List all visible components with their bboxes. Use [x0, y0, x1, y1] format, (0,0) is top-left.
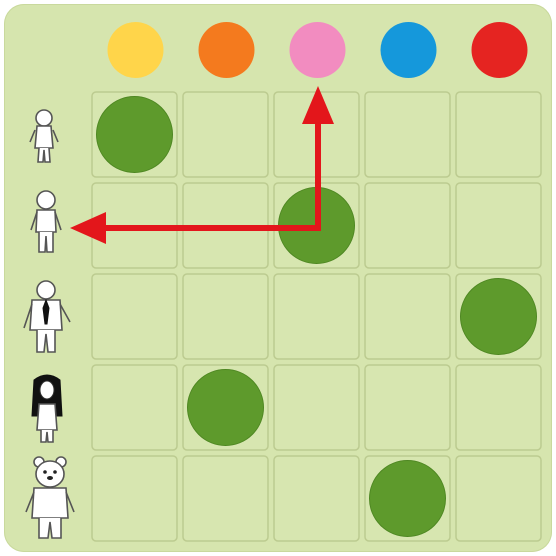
boy-figure-icon: [31, 191, 61, 252]
girl-figure-icon: [32, 375, 62, 442]
green-token[interactable]: [370, 461, 446, 537]
grid-cell[interactable]: [92, 274, 177, 359]
grid-cell[interactable]: [274, 365, 359, 450]
grid-cell[interactable]: [456, 92, 541, 177]
grid-cell[interactable]: [365, 183, 450, 268]
bear-figure-icon: [26, 457, 74, 538]
grid-cell[interactable]: [456, 183, 541, 268]
color-dot-orange: [199, 22, 255, 78]
grid-cell[interactable]: [365, 92, 450, 177]
grid-cell[interactable]: [456, 365, 541, 450]
grid-cell[interactable]: [274, 274, 359, 359]
grid-cell[interactable]: [456, 456, 541, 541]
grid-cell[interactable]: [365, 274, 450, 359]
child-figure-icon: [30, 110, 58, 162]
grid-cell[interactable]: [183, 274, 268, 359]
grid-cell[interactable]: [92, 365, 177, 450]
green-token[interactable]: [188, 370, 264, 446]
color-dot-red: [472, 22, 528, 78]
color-dot-blue: [381, 22, 437, 78]
grid-cell[interactable]: [274, 456, 359, 541]
grid-cell[interactable]: [183, 456, 268, 541]
green-token[interactable]: [97, 97, 173, 173]
color-dot-yellow: [108, 22, 164, 78]
color-dot-pink: [290, 22, 346, 78]
grid-cell[interactable]: [365, 365, 450, 450]
grid-cell[interactable]: [92, 456, 177, 541]
green-token[interactable]: [461, 279, 537, 355]
grid-cell[interactable]: [183, 92, 268, 177]
man-figure-icon: [24, 281, 70, 352]
arrow-left-head-icon: [70, 212, 106, 244]
